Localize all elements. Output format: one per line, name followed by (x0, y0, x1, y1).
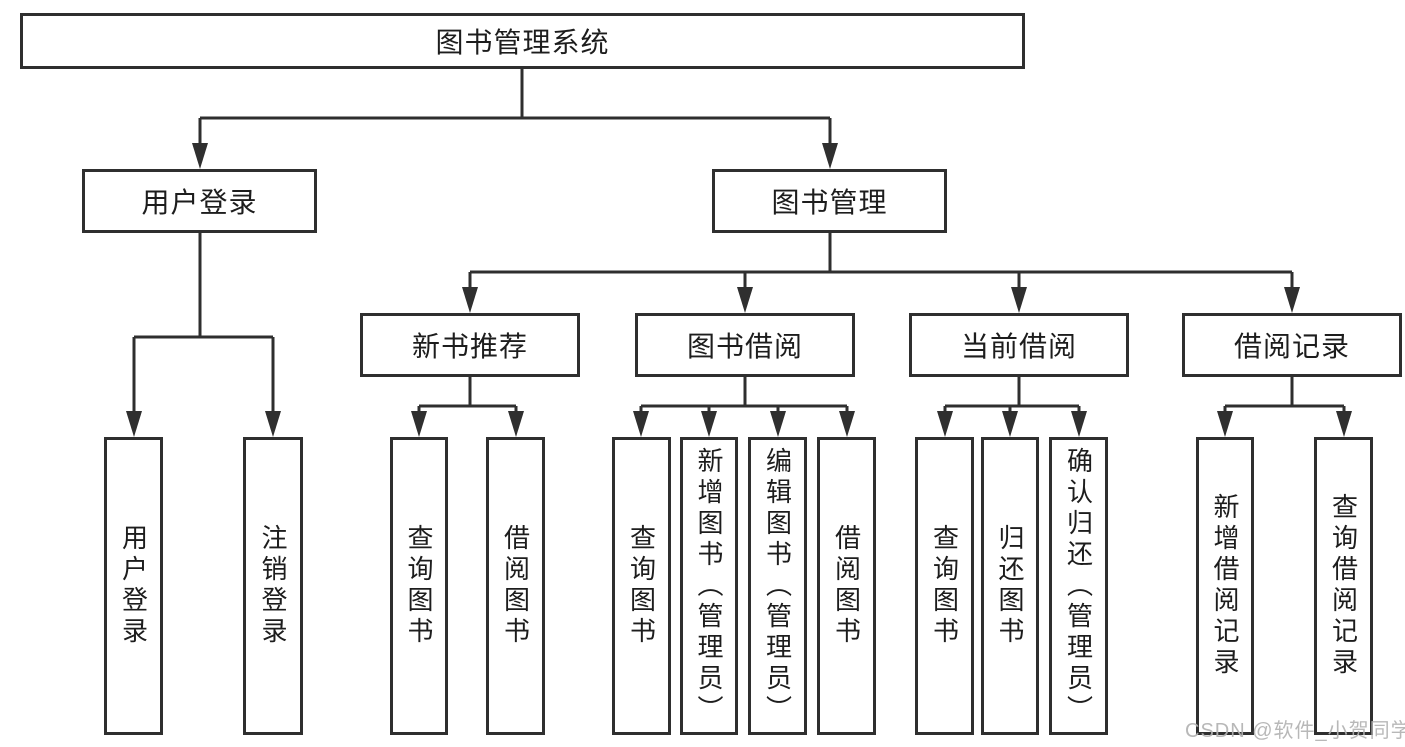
arrow-down-icon (411, 411, 427, 437)
leaf-return-book: 归还图书 (981, 437, 1039, 735)
node-book-borrowing: 图书借阅 (635, 313, 855, 377)
arrow-down-icon (822, 143, 838, 169)
leaf-confirm-return-admin: 确认归还（管理员） (1049, 437, 1108, 735)
node-label: 用户登录 (118, 524, 149, 648)
node-label: 用户登录 (141, 187, 258, 218)
node-label: 新增图书（管理员） (694, 446, 724, 726)
arrow-down-icon (701, 411, 717, 437)
csdn-watermark: CSDN @软件_小贺同学 (1185, 720, 1405, 742)
leaf-borrow-books-recommend: 借阅图书 (486, 437, 545, 735)
node-borrowing-records: 借阅记录 (1182, 313, 1402, 377)
arrow-down-icon (1002, 411, 1018, 437)
node-label: 图书管理系统 (435, 27, 610, 58)
node-label: 查询借阅记录 (1328, 493, 1359, 679)
node-label: 借阅图书 (500, 524, 531, 648)
leaf-query-books-borrowing: 查询图书 (612, 437, 671, 735)
node-label: 查询图书 (404, 524, 434, 648)
node-new-book-recommend: 新书推荐 (360, 313, 580, 377)
arrow-down-icon (1336, 411, 1352, 437)
leaf-add-book-admin: 新增图书（管理员） (680, 437, 738, 735)
arrow-down-icon (737, 287, 753, 313)
arrow-down-icon (126, 411, 142, 437)
arrow-down-icon (265, 411, 281, 437)
arrowhead-icons (126, 143, 1352, 437)
leaf-query-books-current: 查询图书 (915, 437, 974, 735)
arrow-down-icon (1071, 411, 1087, 437)
arrow-down-icon (462, 287, 478, 313)
node-label: 确认归还（管理员） (1063, 446, 1094, 726)
leaf-logout: 注销登录 (243, 437, 303, 735)
arrow-down-icon (770, 411, 786, 437)
arrow-down-icon (633, 411, 649, 437)
arrow-down-icon (1284, 287, 1300, 313)
leaf-add-borrow-record: 新增借阅记录 (1196, 437, 1254, 735)
arrow-down-icon (1011, 287, 1027, 313)
node-label: 借阅图书 (831, 524, 862, 648)
node-label: 借阅记录 (1233, 331, 1350, 362)
leaf-user-login: 用户登录 (104, 437, 163, 735)
node-label: 当前借阅 (960, 331, 1077, 362)
leaf-query-borrow-record: 查询借阅记录 (1314, 437, 1373, 735)
node-label: 图书管理 (771, 187, 888, 218)
node-user-login: 用户登录 (82, 169, 317, 233)
node-root-library-system: 图书管理系统 (20, 13, 1025, 69)
node-label: 注销登录 (258, 524, 288, 648)
node-label: 查询图书 (929, 524, 960, 648)
arrow-down-icon (839, 411, 855, 437)
arrow-down-icon (508, 411, 524, 437)
node-label: 图书借阅 (686, 331, 803, 362)
node-current-borrowing: 当前借阅 (909, 313, 1129, 377)
node-label: 新增借阅记录 (1210, 493, 1240, 679)
arrow-down-icon (192, 143, 208, 169)
node-label: 编辑图书（管理员） (762, 446, 793, 726)
arrow-down-icon (937, 411, 953, 437)
node-book-management: 图书管理 (712, 169, 947, 233)
node-label: 新书推荐 (411, 331, 528, 362)
leaf-borrow-books-borrowing: 借阅图书 (817, 437, 876, 735)
leaf-edit-book-admin: 编辑图书（管理员） (748, 437, 807, 735)
node-label: 归还图书 (995, 524, 1025, 648)
leaf-query-books-recommend: 查询图书 (390, 437, 448, 735)
node-label: 查询图书 (626, 524, 657, 648)
arrow-down-icon (1217, 411, 1233, 437)
